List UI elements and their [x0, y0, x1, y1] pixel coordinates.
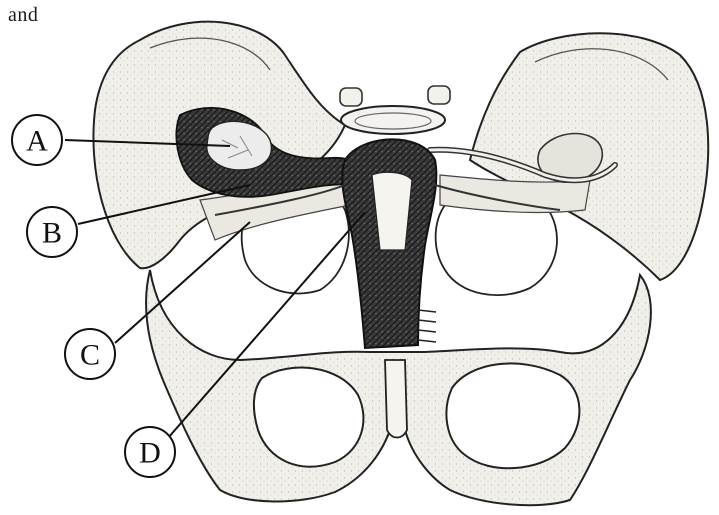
label-a-marker: A — [12, 115, 62, 165]
label-b-text: B — [42, 217, 62, 250]
label-c-text: C — [80, 339, 100, 372]
pubic-symphysis — [385, 360, 407, 438]
label-a-text: A — [26, 125, 48, 158]
label-d-marker: D — [125, 427, 175, 477]
label-d-text: D — [139, 437, 161, 470]
right-obturator-foramen — [446, 363, 579, 468]
label-c-marker: C — [65, 329, 115, 379]
sacral-promontory — [341, 106, 445, 134]
left-obturator-foramen — [254, 368, 364, 467]
label-b-marker: B — [27, 207, 77, 257]
